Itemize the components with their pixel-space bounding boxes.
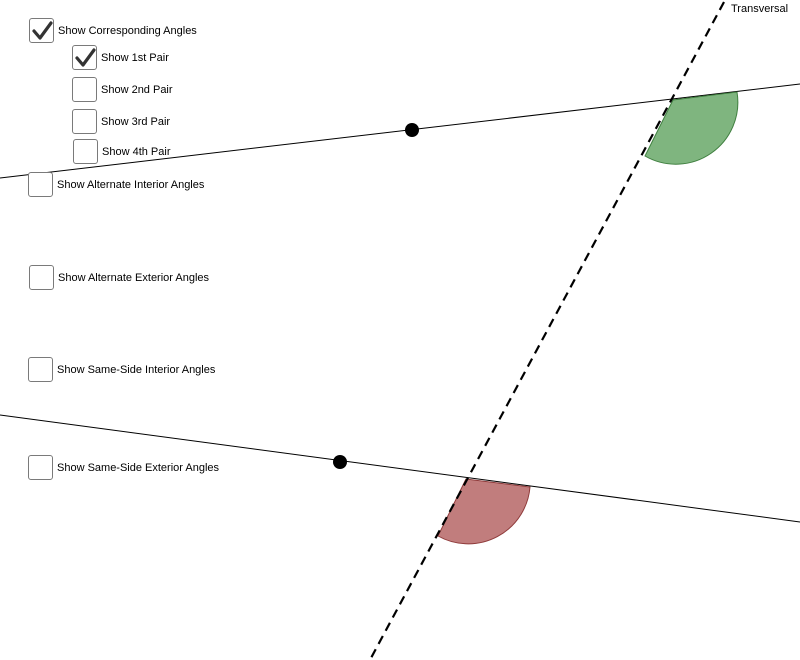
transversal-line[interactable]	[370, 1, 725, 659]
parallel-line-top[interactable]	[0, 83, 800, 179]
transversal-label: Transversal	[731, 3, 788, 15]
checkmark-icon	[74, 47, 96, 67]
checkbox-box[interactable]	[28, 357, 53, 382]
checkbox-label: Show Alternate Interior Angles	[57, 178, 205, 191]
checkbox-label: Show Same-Side Exterior Angles	[57, 461, 220, 474]
corresponding-angle-top	[644, 91, 739, 165]
checkbox-same-side-interior-angles[interactable]: Show Same-Side Interior Angles	[28, 357, 215, 382]
checkbox-box[interactable]	[72, 109, 97, 134]
checkbox-label: Show Same-Side Interior Angles	[57, 363, 216, 376]
checkbox-1st-pair[interactable]: Show 1st Pair	[72, 45, 169, 70]
checkbox-label: Show Alternate Exterior Angles	[58, 271, 210, 284]
corresponding-angle-bottom	[437, 478, 531, 545]
point-top-line[interactable]	[405, 123, 419, 137]
checkbox-box[interactable]	[29, 265, 54, 290]
checkbox-3rd-pair[interactable]: Show 3rd Pair	[72, 109, 170, 134]
checkbox-label: Show 1st Pair	[101, 51, 169, 64]
parallel-line-bottom[interactable]	[0, 414, 800, 523]
checkbox-label: Show 2nd Pair	[101, 83, 173, 96]
checkbox-box[interactable]	[73, 139, 98, 164]
checkbox-corresponding-angles[interactable]: Show Corresponding Angles	[29, 18, 197, 43]
checkbox-label: Show 4th Pair	[102, 145, 171, 158]
checkbox-box[interactable]	[28, 172, 53, 197]
checkbox-box[interactable]	[72, 45, 97, 70]
checkbox-box[interactable]	[72, 77, 97, 102]
checkbox-label: Show Corresponding Angles	[58, 24, 197, 37]
checkbox-label: Show 3rd Pair	[101, 115, 171, 128]
checkbox-box[interactable]	[28, 455, 53, 480]
checkbox-alternate-interior-angles[interactable]: Show Alternate Interior Angles	[28, 172, 204, 197]
checkmark-icon	[31, 20, 53, 40]
checkbox-4th-pair[interactable]: Show 4th Pair	[73, 139, 170, 164]
checkbox-alternate-exterior-angles[interactable]: Show Alternate Exterior Angles	[29, 265, 209, 290]
checkbox-box[interactable]	[29, 18, 54, 43]
point-bottom-line[interactable]	[333, 455, 347, 469]
checkbox-2nd-pair[interactable]: Show 2nd Pair	[72, 77, 173, 102]
checkbox-same-side-exterior-angles[interactable]: Show Same-Side Exterior Angles	[28, 455, 219, 480]
